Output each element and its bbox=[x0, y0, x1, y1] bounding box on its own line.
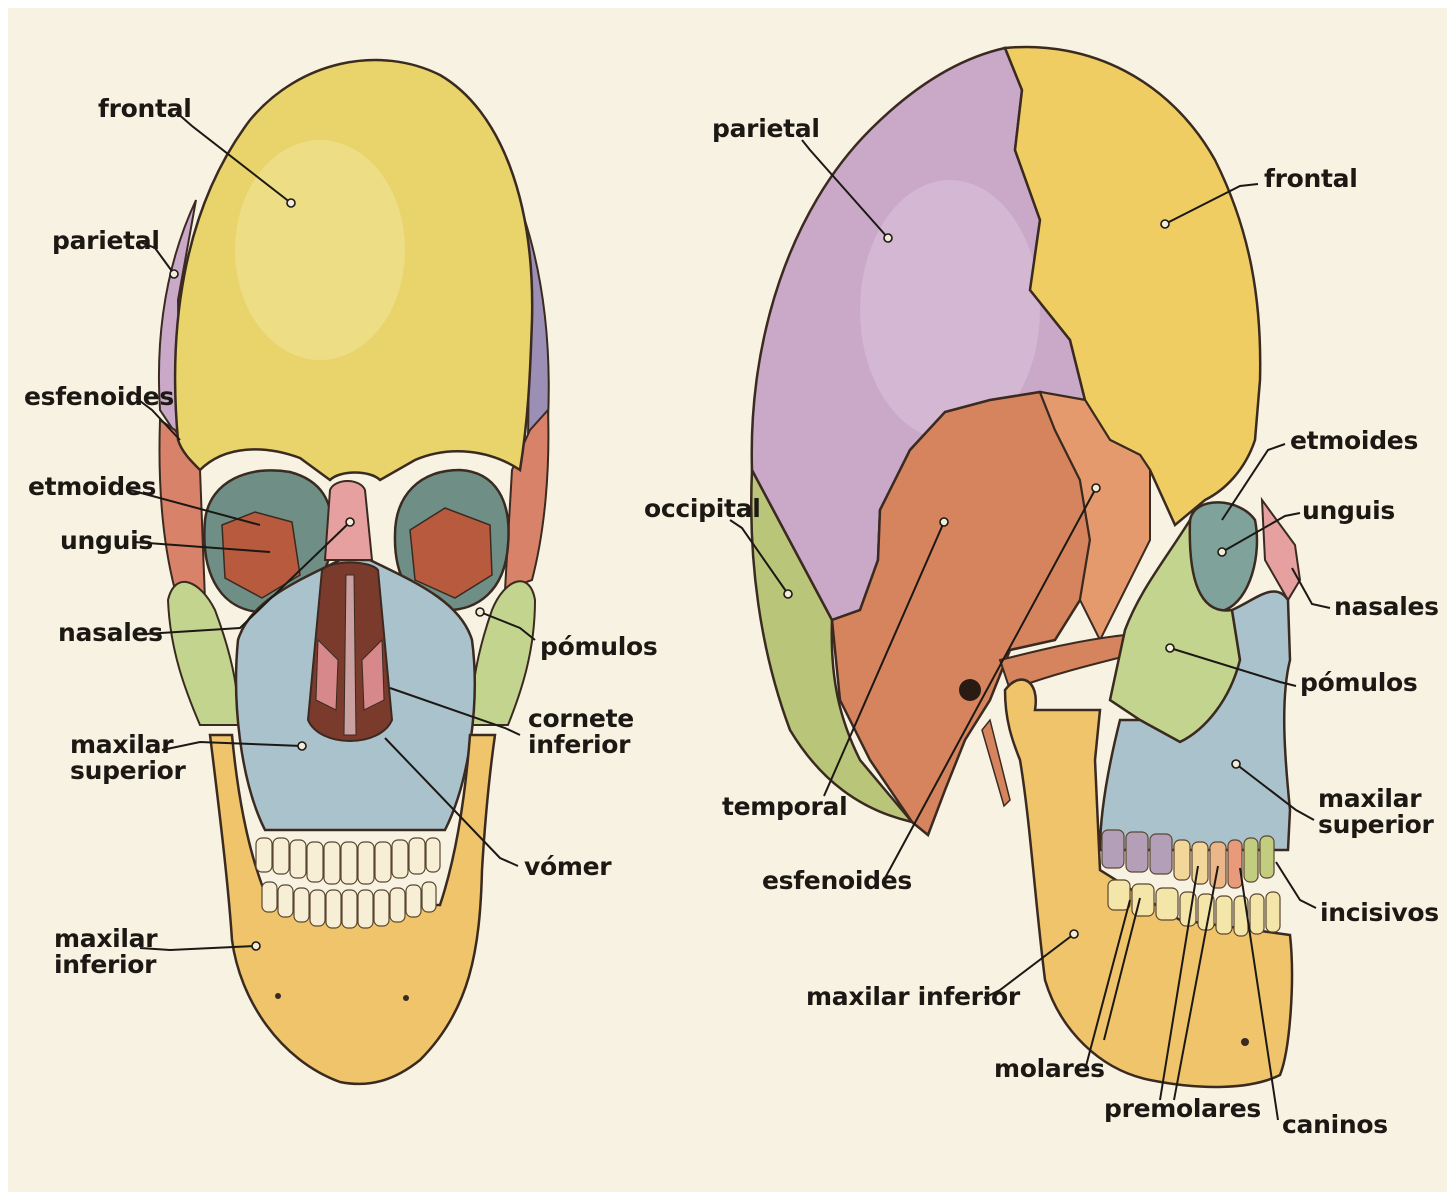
side-label-incisivos: incisivos bbox=[1320, 900, 1439, 926]
front-teeth-upper bbox=[256, 838, 440, 884]
side-label-unguis: unguis bbox=[1302, 498, 1395, 524]
front-skull bbox=[159, 60, 549, 1084]
front-label-unguis: unguis bbox=[60, 528, 153, 554]
side-label-occipital: occipital bbox=[644, 496, 761, 522]
side-label-pomulos: pómulos bbox=[1300, 670, 1417, 696]
front-vomer bbox=[344, 575, 356, 735]
front-label-maxsup-line1: maxilar bbox=[70, 732, 186, 758]
front-label-maxinf-line2: inferior bbox=[54, 952, 157, 978]
front-pomulos-right bbox=[472, 581, 535, 725]
front-label-maxilar-superior: maxilar superior bbox=[70, 732, 186, 784]
side-label-parietal: parietal bbox=[712, 116, 820, 142]
front-label-nasales: nasales bbox=[58, 620, 163, 646]
front-label-esfenoides: esfenoides bbox=[24, 384, 174, 410]
front-mental-foramen-right bbox=[403, 995, 409, 1001]
front-label-maxinf-line1: maxilar bbox=[54, 926, 157, 952]
front-label-maxsup-line2: superior bbox=[70, 758, 186, 784]
front-label-parietal: parietal bbox=[52, 228, 160, 254]
front-label-cornete-line1: cornete bbox=[528, 706, 634, 732]
front-label-maxilar-inferior: maxilar inferior bbox=[54, 926, 157, 978]
side-styloid bbox=[982, 720, 1010, 806]
side-label-maxilar-superior: maxilar superior bbox=[1318, 786, 1434, 838]
side-label-temporal: temporal bbox=[722, 794, 847, 820]
front-mental-foramen-left bbox=[275, 993, 281, 999]
front-label-cornete-inferior: cornete inferior bbox=[528, 706, 634, 758]
side-label-nasales: nasales bbox=[1334, 594, 1439, 620]
side-label-maxsup-line1: maxilar bbox=[1318, 786, 1434, 812]
front-label-vomer: vómer bbox=[524, 854, 611, 880]
side-ear-canal bbox=[959, 679, 981, 701]
side-label-etmoides: etmoides bbox=[1290, 428, 1418, 454]
side-label-caninos: caninos bbox=[1282, 1112, 1388, 1138]
front-label-etmoides: etmoides bbox=[28, 474, 156, 500]
front-label-pomulos: pómulos bbox=[540, 634, 657, 660]
side-label-maxilar-inferior: maxilar inferior bbox=[806, 984, 1020, 1010]
side-label-premolares: premolares bbox=[1104, 1096, 1261, 1122]
front-frontal-highlight bbox=[235, 140, 405, 360]
side-skull bbox=[751, 47, 1300, 1087]
front-label-cornete-line2: inferior bbox=[528, 732, 634, 758]
side-label-esfenoides: esfenoides bbox=[762, 868, 912, 894]
front-label-frontal: frontal bbox=[98, 96, 191, 122]
side-label-frontal: frontal bbox=[1264, 166, 1357, 192]
side-mental-foramen bbox=[1241, 1038, 1249, 1046]
side-label-maxsup-line2: superior bbox=[1318, 812, 1434, 838]
front-pomulos-left bbox=[168, 582, 238, 725]
side-label-molares: molares bbox=[994, 1056, 1105, 1082]
